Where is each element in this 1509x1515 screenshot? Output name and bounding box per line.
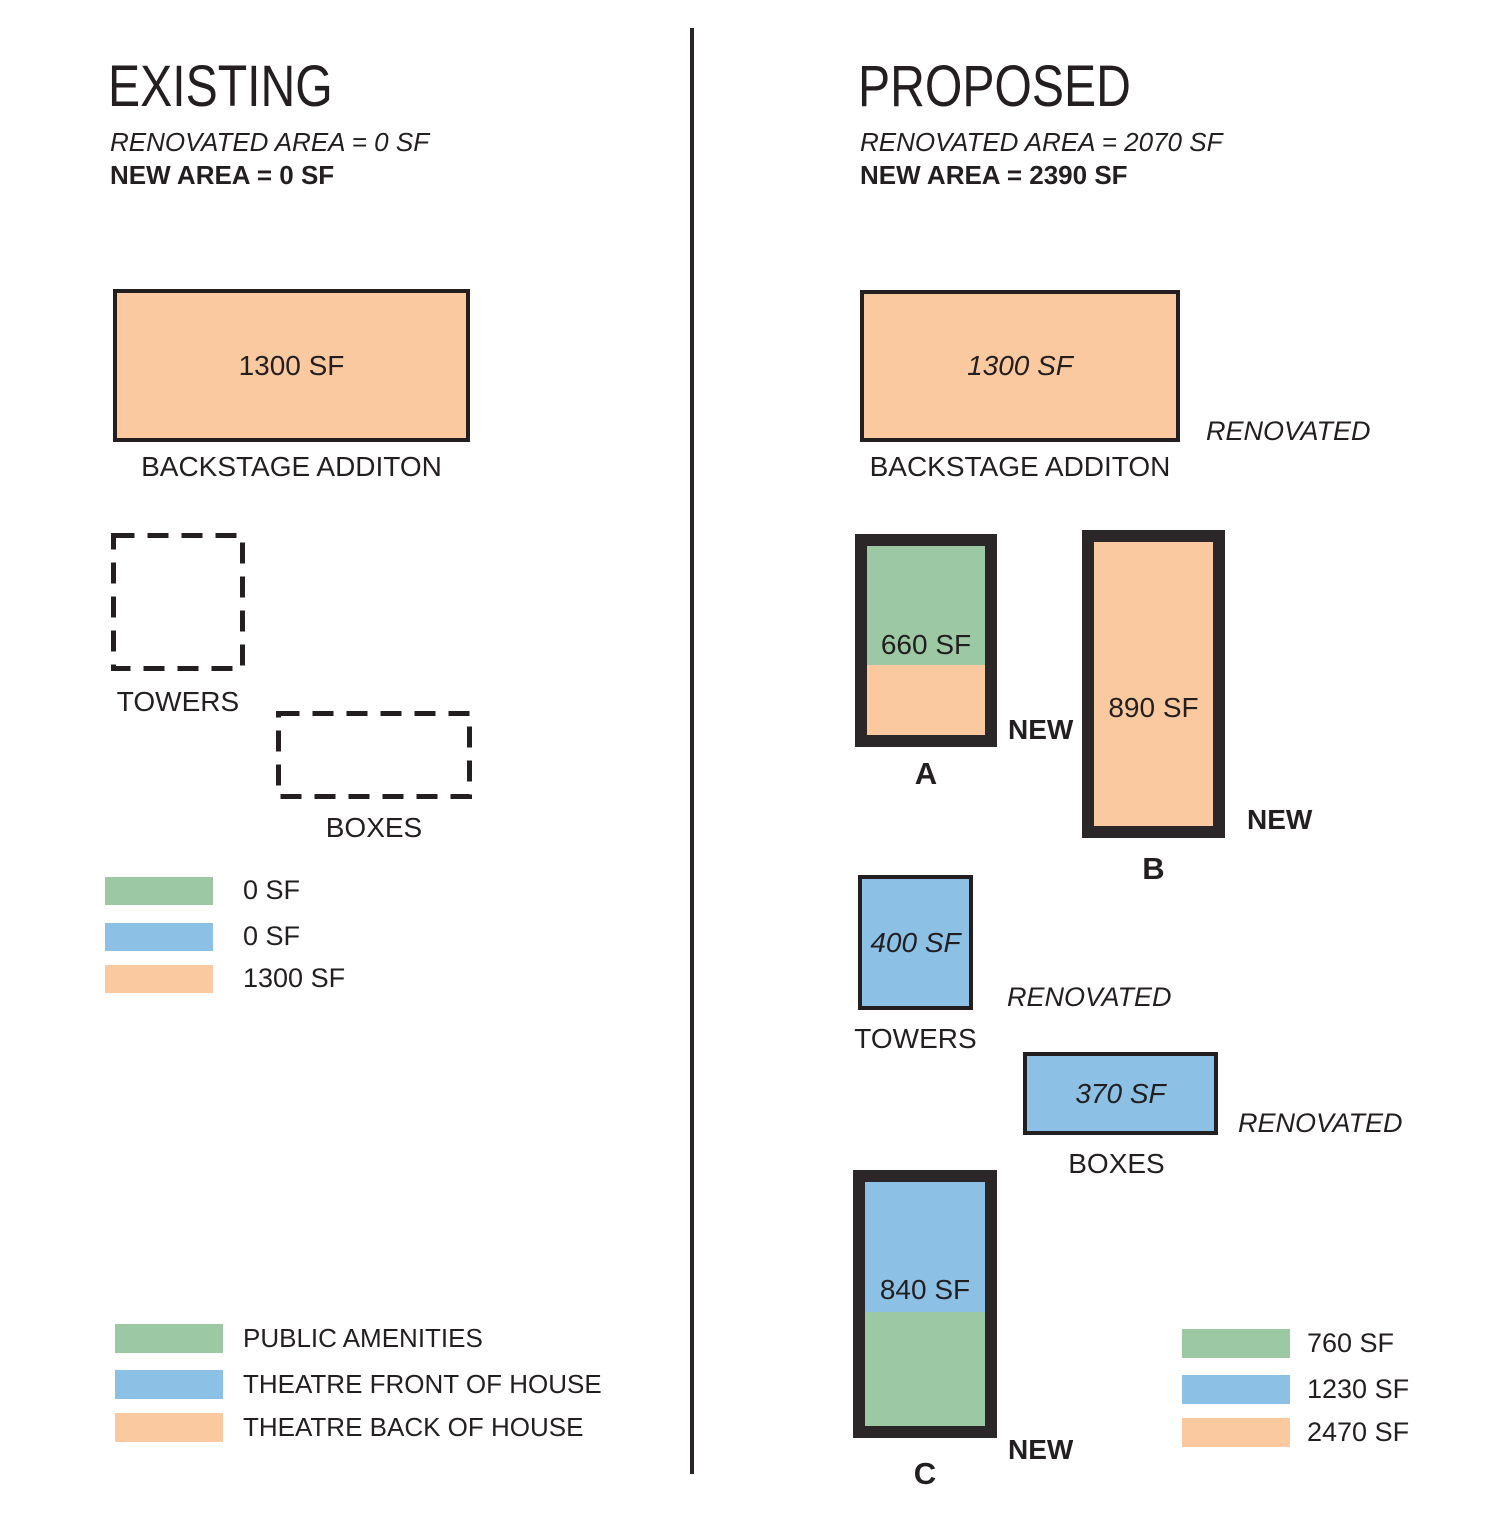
block-c-status: NEW [1008, 1434, 1074, 1465]
category-legend-row-orange: THEATRE BACK OF HOUSE [115, 1412, 583, 1443]
existing-legend-row-blue: 0 SF [105, 921, 300, 952]
block-c-blue-segment: 840 SF [865, 1182, 985, 1312]
block-a-label: A [914, 756, 938, 791]
block-a-value: 660 SF [880, 629, 972, 660]
block-b-value: 890 SF [1108, 692, 1199, 723]
proposed-legend-value-blue: 1230 SF [1307, 1374, 1410, 1404]
proposed-legend-row-orange: 2470 SF [1182, 1417, 1409, 1448]
block-b-frame: 890 SF [1082, 530, 1225, 838]
block-c-green-segment [865, 1312, 985, 1426]
block-a-green-segment: 660 SF [867, 546, 985, 665]
green-swatch [1182, 1329, 1290, 1358]
block-a-status: NEW [1008, 714, 1074, 745]
existing-title: EXISTING [108, 54, 333, 119]
proposed-towers-value: 400 SF [870, 926, 961, 958]
proposed-towers-block: 400 SF [858, 875, 973, 1010]
divider-line [690, 28, 694, 1474]
block-c-label: C [913, 1456, 937, 1491]
category-legend-row-blue: THEATRE FRONT OF HOUSE [115, 1369, 602, 1400]
proposed-title: PROPOSED [858, 54, 1131, 119]
blue-swatch [105, 922, 213, 951]
orange-swatch [105, 964, 213, 993]
proposed-backstage-block: 1300 SF [860, 290, 1180, 442]
existing-backstage-block: 1300 SF [113, 289, 470, 442]
existing-towers-outline [111, 533, 245, 671]
block-b-label: B [1142, 851, 1165, 886]
block-a-frame: 660 SF [855, 534, 997, 747]
proposed-towers-label: TOWERS [854, 1023, 977, 1054]
existing-backstage-label: BACKSTAGE ADDITON [141, 451, 442, 482]
existing-legend-value-orange: 1300 SF [243, 963, 346, 993]
proposed-legend-value-green: 760 SF [1307, 1328, 1395, 1358]
proposed-boxes-label: BOXES [1068, 1148, 1165, 1179]
proposed-boxes-value: 370 SF [1075, 1077, 1166, 1109]
block-a-orange-segment [867, 665, 985, 735]
existing-legend-row-orange: 1300 SF [105, 963, 345, 994]
proposed-renovated-area: RENOVATED AREA = 2070 SF [860, 127, 1223, 157]
proposed-legend-value-orange: 2470 SF [1307, 1417, 1410, 1447]
existing-legend-value-green: 0 SF [243, 875, 301, 905]
existing-boxes-outline [276, 711, 472, 799]
category-legend-row-green: PUBLIC AMENITIES [115, 1323, 483, 1354]
proposed-boxes-status: RENOVATED [1238, 1108, 1403, 1138]
proposed-backstage-status: RENOVATED [1206, 416, 1371, 446]
category-label-blue: THEATRE FRONT OF HOUSE [243, 1369, 602, 1399]
existing-new-area: NEW AREA = 0 SF [110, 160, 335, 190]
proposed-backstage-value: 1300 SF [967, 350, 1073, 381]
proposed-legend-row-green: 760 SF [1182, 1328, 1394, 1359]
orange-swatch [115, 1413, 223, 1442]
proposed-backstage-label: BACKSTAGE ADDITON [869, 451, 1171, 482]
category-label-green: PUBLIC AMENITIES [243, 1323, 483, 1353]
block-c-frame: 840 SF [853, 1170, 997, 1438]
existing-renovated-area: RENOVATED AREA = 0 SF [110, 127, 430, 157]
green-swatch [105, 876, 213, 905]
existing-backstage-value: 1300 SF [238, 349, 345, 381]
existing-legend-value-blue: 0 SF [243, 921, 301, 951]
green-swatch [115, 1324, 223, 1353]
existing-boxes-label: BOXES [325, 812, 423, 843]
block-c-value: 840 SF [879, 1274, 971, 1305]
existing-towers-label: TOWERS [116, 686, 240, 717]
proposed-new-area: NEW AREA = 2390 SF [860, 160, 1128, 190]
block-b-orange-segment: 890 SF [1094, 542, 1213, 826]
block-b-status: NEW [1247, 804, 1313, 835]
proposed-legend-row-blue: 1230 SF [1182, 1374, 1409, 1405]
proposed-boxes-block: 370 SF [1023, 1052, 1218, 1135]
blue-swatch [1182, 1375, 1290, 1404]
orange-swatch [1182, 1418, 1290, 1447]
existing-legend-row-green: 0 SF [105, 875, 300, 906]
proposed-towers-status: RENOVATED [1007, 982, 1172, 1012]
blue-swatch [115, 1370, 223, 1399]
category-label-orange: THEATRE BACK OF HOUSE [243, 1412, 584, 1442]
